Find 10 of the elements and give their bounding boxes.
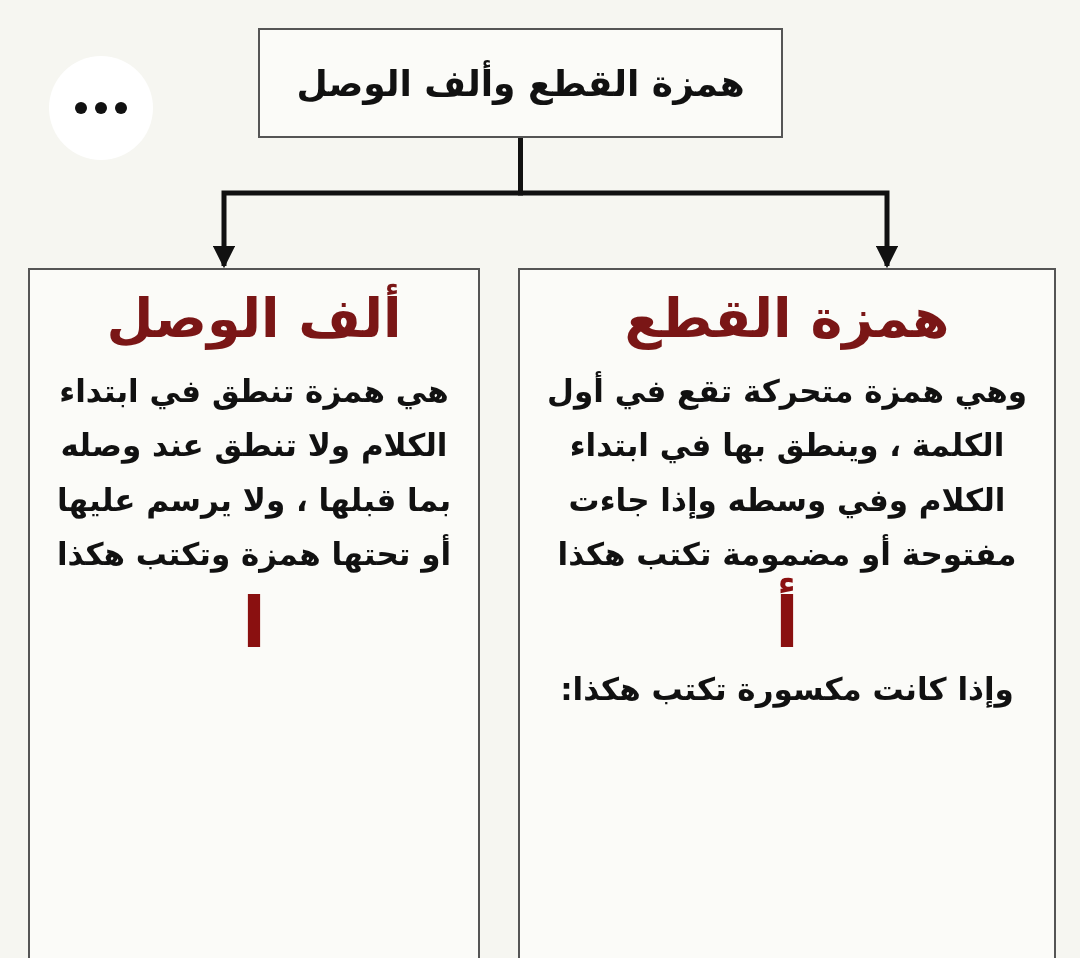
letter-sample: ا: [241, 581, 267, 666]
text-box: [518, 268, 1056, 958]
heading: ألف الوصل: [30, 284, 478, 355]
arrow: [212, 138, 523, 269]
body-text: وهي همزة متحركة تقع في أول الكلمة ، وينطق بها في ابتداء الكلام وفي وسطه وإذا جاءت مفتوحة أو مضمومة تكتب هكذا: [546, 370, 1028, 575]
heading: همزة القطع: [623, 286, 951, 352]
text-box: [28, 268, 480, 958]
title-box: همزة القطع وألف الوصل: [258, 28, 783, 138]
body-text: هي همزة تنطق في ابتداء الكلام ولا تنطق عند وصله بما قبلها ، ولا يرسم عليها أو تحتها همزة وتكتب هكذا: [55, 372, 453, 575]
body-text: وإذا كانت مكسورة تكتب هكذا:: [559, 670, 1015, 710]
